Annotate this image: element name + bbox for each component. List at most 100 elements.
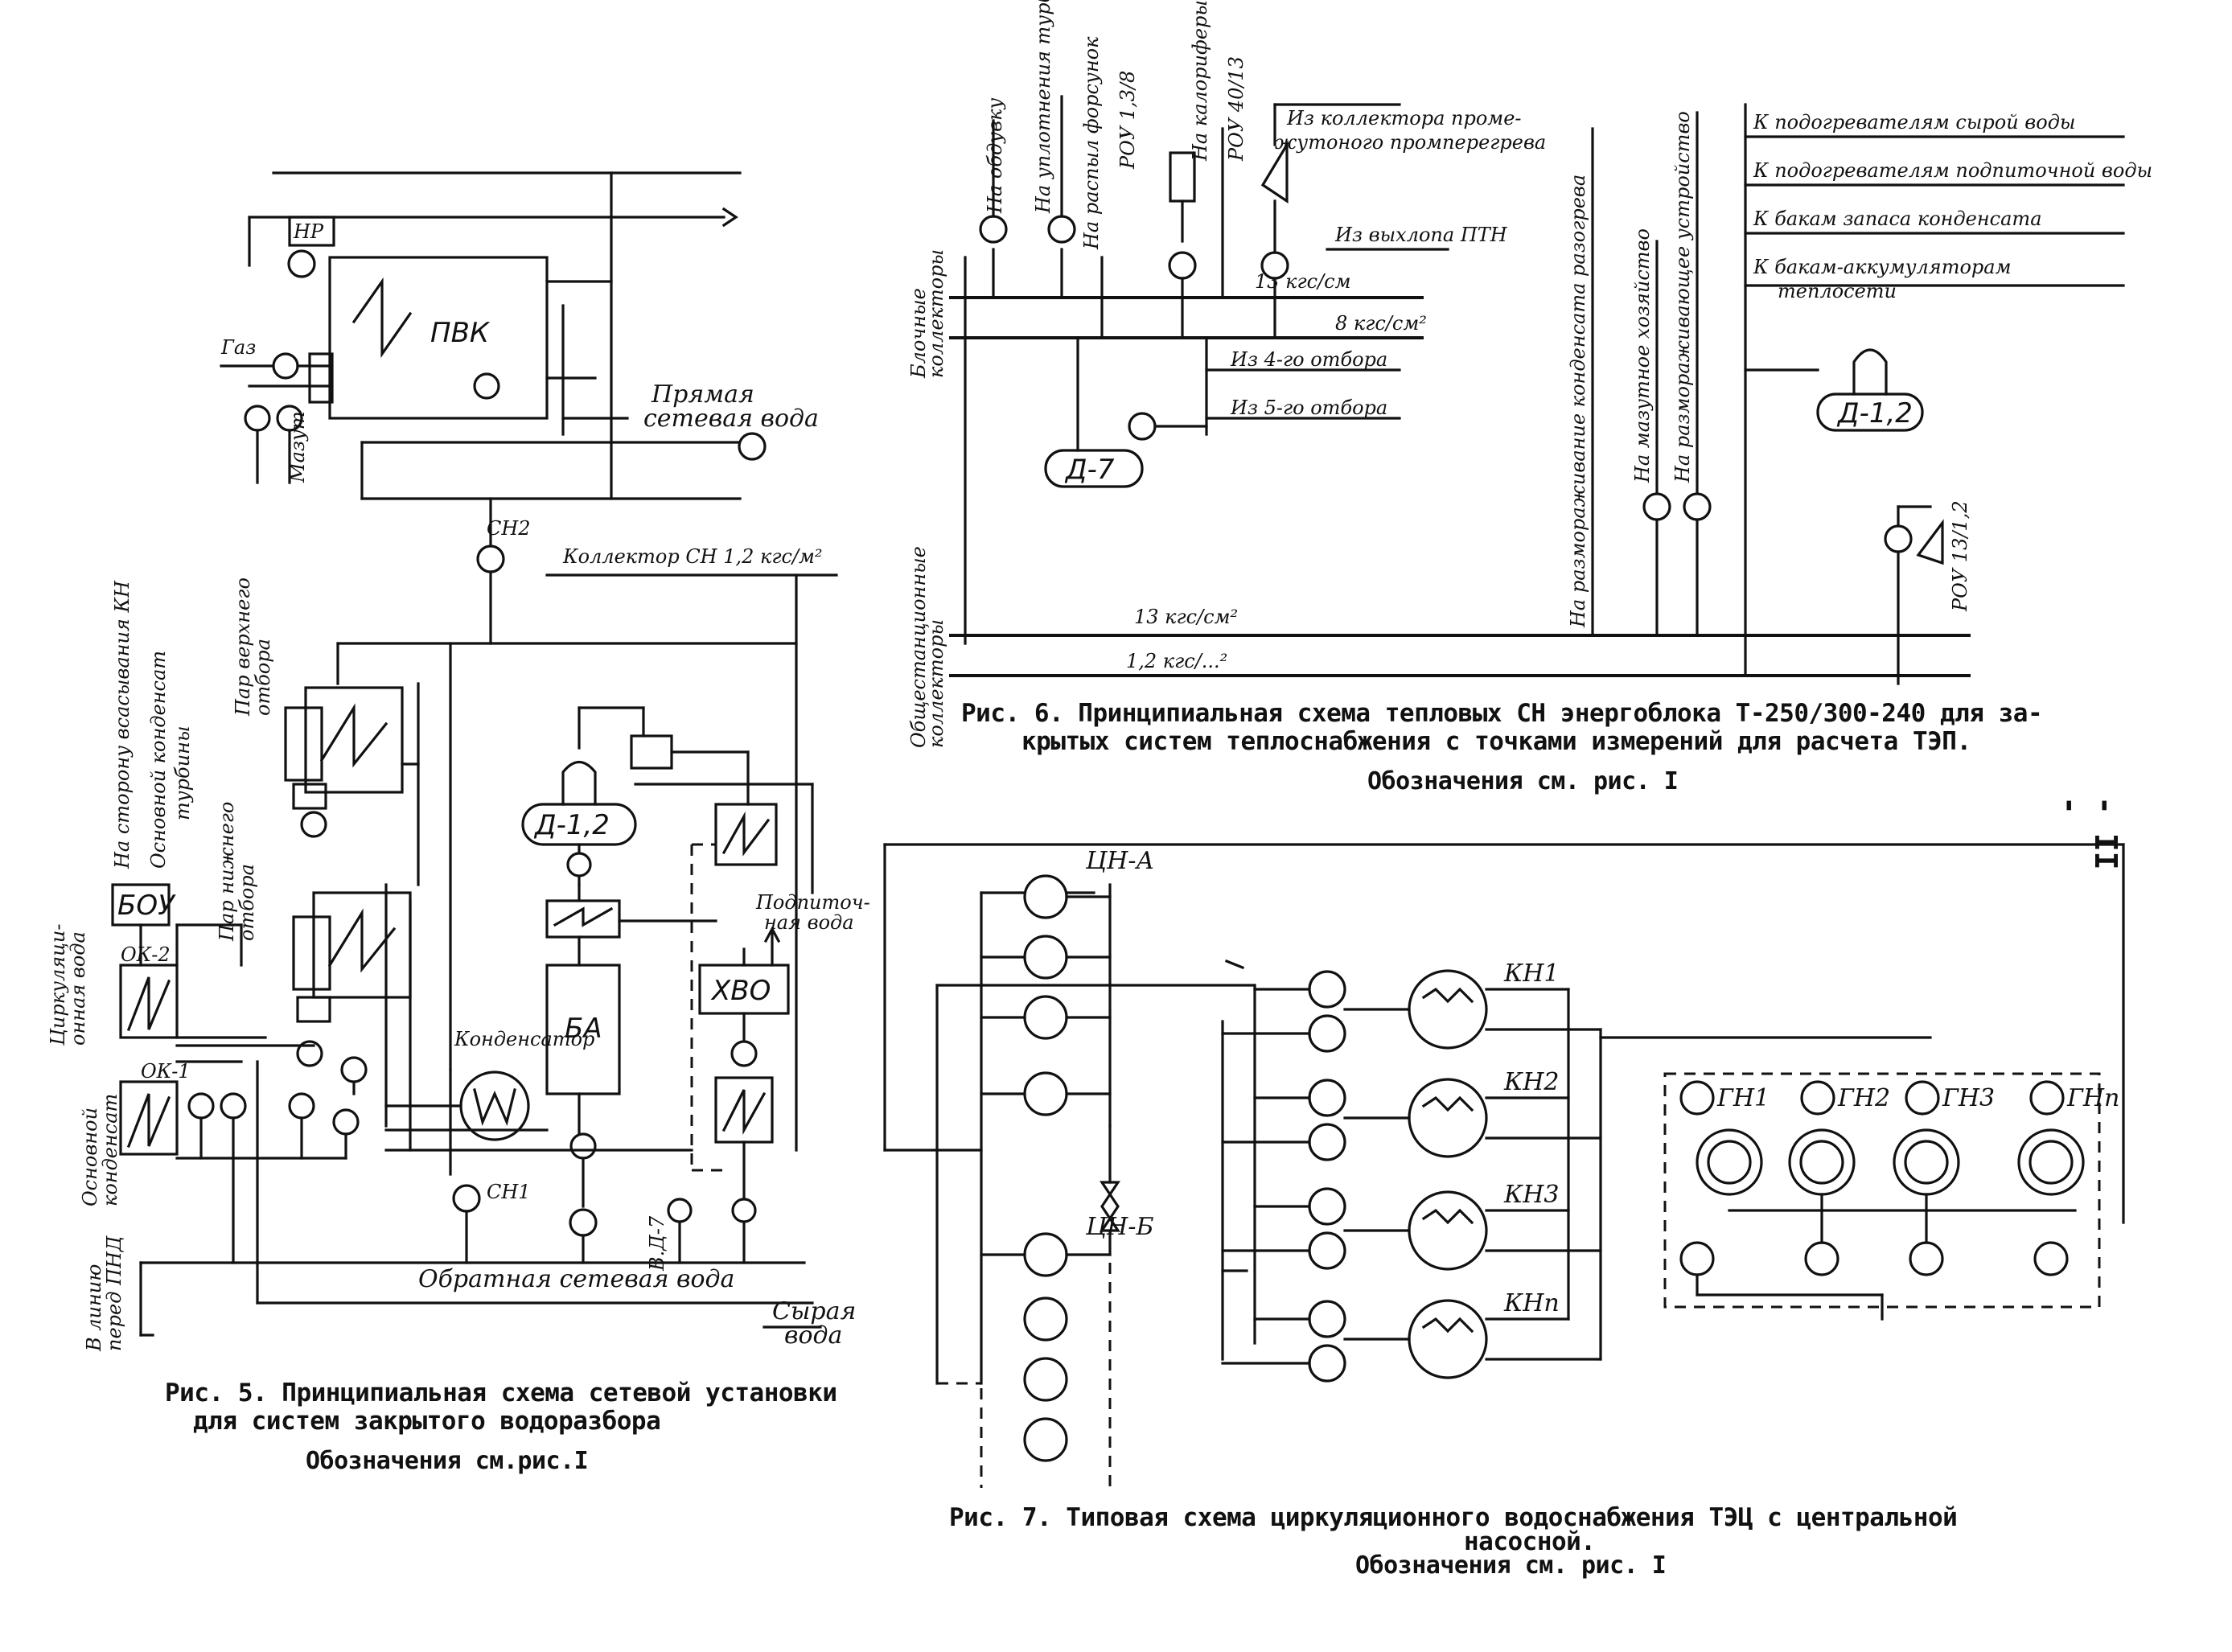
sn2-pump [476, 545, 505, 573]
from-4: Из 4-го отбора [1230, 348, 1387, 371]
to-pnd-1: В линию [83, 1264, 105, 1352]
common-coll-2: коллекторы [925, 619, 947, 748]
deaerator-d7 [1044, 449, 1144, 488]
main-cond-2: конденсат [99, 1094, 121, 1206]
pvk-boiler [328, 256, 549, 420]
v-maz: На мазутное хозяйство [1631, 228, 1654, 483]
v-obduvku: На обдувку [984, 98, 1006, 214]
fig6-caption-line1: Рис. 6. Принципиальная схема тепловых СН… [961, 699, 2043, 728]
gnp-label: ГНп [2066, 1084, 2119, 1112]
to-heaters-raw: К подогревателям сырой воды [1753, 111, 2075, 134]
raw-water-1: Сырая [772, 1297, 856, 1325]
fig6-top-consumers: На обдувку На уплотнения турбины На расп… [979, 0, 1401, 339]
fig5-schematic: ПВК НР Газ Мазут Прямая сетевая вода [47, 171, 870, 1352]
tsnb-label: ЦН-Б [1085, 1213, 1154, 1241]
from-coll-1: Из коллектора проме- [1286, 107, 1522, 129]
tsna-label: ЦН-А [1085, 847, 1154, 875]
v-raz: На размораживание конденсата разогрева [1567, 175, 1589, 628]
kn3-label: КН3 [1503, 1181, 1559, 1209]
vert-1: На сторону всасывания КН [111, 580, 134, 869]
d12-label: Д-1,2 [533, 809, 610, 841]
fig7-caption-line1: Рис. 7. Типовая схема циркуляционного во… [949, 1503, 1958, 1532]
tsnb-pumps [980, 1232, 1112, 1462]
fig5-caption-line1: Рис. 5. Принципиальная схема сетевой уст… [165, 1379, 837, 1407]
circ-2: онная вода [67, 931, 89, 1046]
mazut-label: Мазут [286, 411, 309, 483]
raw-water-2: вода [784, 1321, 842, 1350]
pvk-label: ПВК [430, 317, 491, 349]
feed-heater [714, 803, 778, 866]
gas-label: Газ [220, 336, 256, 359]
vert-3: турбины [171, 725, 194, 820]
gn-units [1663, 1072, 2101, 1321]
ok1-label: ОК-1 [141, 1060, 191, 1083]
kn2-label: КН2 [1503, 1068, 1559, 1096]
kondensator-label: Конденсатор [454, 1028, 594, 1050]
main-cond-1: Основной [79, 1107, 101, 1206]
kn-units [1221, 969, 1932, 1383]
p8-label: 8 кгс/см² [1335, 312, 1427, 335]
gn2-label: ГН2 [1837, 1084, 1890, 1112]
upper-steam-2: отбора [252, 639, 274, 716]
v-kal: На калориферы [1189, 0, 1211, 162]
ok2-cooler [119, 964, 179, 1039]
p12-label: 1,2 кгс/...² [1126, 650, 1227, 672]
upper-network-heater [304, 686, 404, 794]
vert-2: Основной конденсат [147, 651, 170, 869]
fig6-caption-sub: Обозначения см. рис. I [1367, 767, 1679, 795]
fig6-caption-line2: крытых систем теплоснабжения с точками и… [1021, 727, 1971, 756]
direct-water-1: Прямая [651, 380, 754, 409]
to-accum-2: теплосети [1778, 280, 1897, 302]
np-label: НР [293, 220, 324, 243]
ok1-cooler [119, 1080, 179, 1156]
v-rou3: РОУ 13/1,2 [1949, 500, 1971, 612]
common-coll-1: Общестанционные [907, 546, 930, 748]
lower-steam-2: отбора [236, 864, 258, 941]
fig5-caption-line2: для систем закрытого водоразбора [193, 1407, 661, 1436]
d12-fig6-label: Д-1,2 [1836, 397, 1913, 429]
fig7-schematic: ЦН-А ЦН-Б [883, 843, 2125, 1488]
knp-label: КНп [1503, 1289, 1560, 1317]
to-heaters-feed: К подогревателям подпиточной воды [1753, 159, 2152, 182]
d7-label: Д-7 [1064, 454, 1115, 486]
podpit-1: Подпиточ- [755, 891, 870, 914]
sn2-label: СН2 [487, 517, 531, 540]
fig5-caption-sub: Обозначения см.рис.I [306, 1447, 589, 1475]
gn1-label: ГН1 [1716, 1084, 1770, 1112]
to-pnd-2: перед ПНД [103, 1235, 125, 1351]
v-rasp: На распыл форсунок [1080, 36, 1103, 250]
bou-label: БОУ [117, 890, 176, 922]
circ-1: Циркуляци- [47, 924, 69, 1047]
from-ptn: Из выхлопа ПТН [1334, 224, 1508, 246]
page-number: - II - [2053, 796, 2123, 870]
sn1-label: СН1 [487, 1181, 531, 1203]
collector-label: Коллектор СН 1,2 кгс/м² [562, 545, 823, 568]
ba-label: БА [565, 1013, 602, 1045]
hvo-label: ХВО [710, 975, 771, 1007]
fig7-caption-line2: насосной. [1464, 1527, 1596, 1556]
block-coll-2: коллекторы [925, 249, 947, 378]
podpit-2: ная вода [764, 911, 854, 934]
to-accum-1: К бакам-аккумуляторам [1753, 256, 2011, 278]
v-rou2: РОУ 40/13 [1225, 56, 1248, 162]
v-razm: На размораживающее устройство [1671, 111, 1694, 483]
kn1-label: КН1 [1503, 960, 1559, 988]
direct-water-2: сетевая вода [643, 405, 819, 433]
from-coll-2: жутоного промперегрева [1275, 131, 1546, 154]
fig7-caption-sub: Обозначения см. рис. I [1355, 1551, 1667, 1580]
block-coll-1: Блочные [907, 288, 930, 379]
p13b-label: 13 кгс/см² [1134, 606, 1238, 628]
fig6-schematic: 13 кгс/см 8 кгс/см² Блочные коллекторы Н… [907, 0, 2152, 748]
deaerator-d12-fig6 [1816, 392, 1924, 432]
upper-steam-1: Пар верхнего [232, 577, 254, 717]
tank-ba [545, 964, 621, 1095]
from-5: Из 5-го отбора [1230, 397, 1387, 419]
gn3-label: ГН3 [1942, 1084, 1995, 1112]
v-uplot: На уплотнения турбины [1032, 0, 1054, 214]
return-water-label: Обратная сетевая вода [418, 1265, 734, 1293]
to-tanks: К бакам запаса конденсата [1753, 208, 2042, 230]
v-rou: РОУ 1,3/8 [1116, 71, 1139, 170]
sn1-pump [452, 1184, 481, 1213]
lower-steam-1: Пар нижнего [216, 802, 238, 942]
